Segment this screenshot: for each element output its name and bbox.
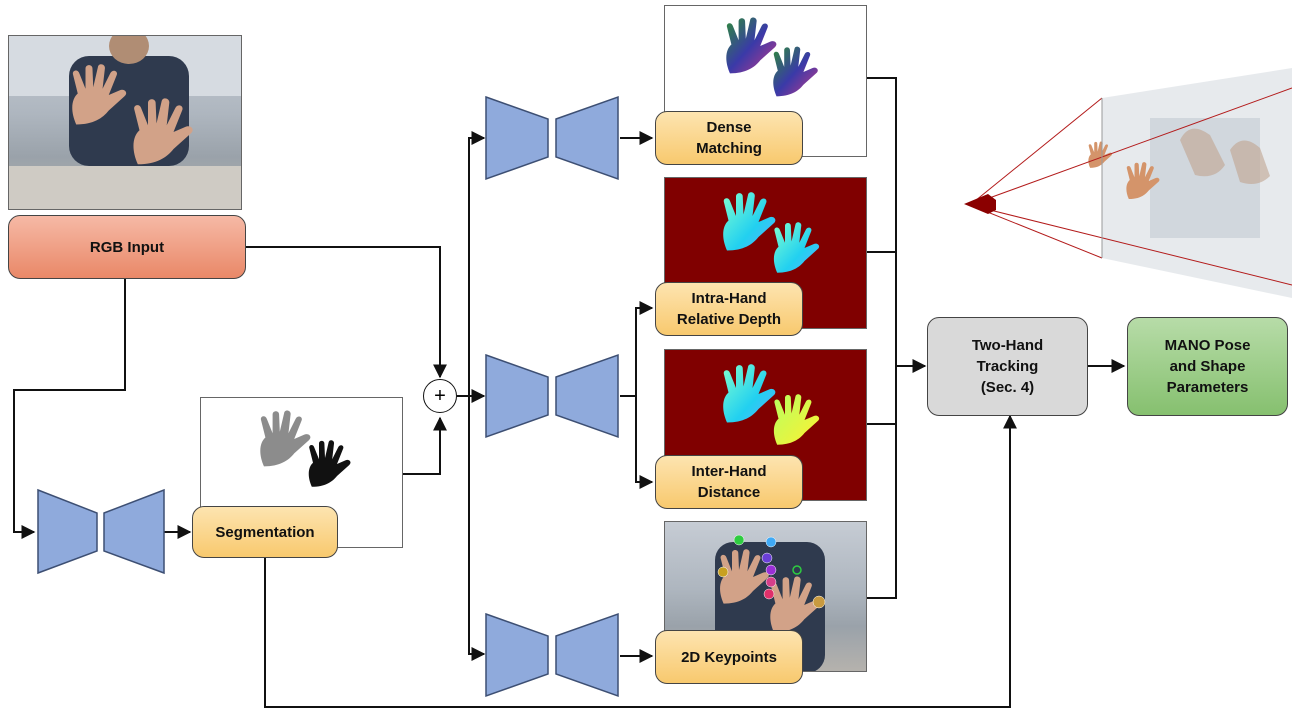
edge-sum-to-bottom-net [468, 396, 486, 661]
edge-net-to-inter [620, 395, 654, 489]
keypoints-2d-node: 2D Keypoints [655, 630, 803, 684]
encoder-decoder-network-icon [37, 488, 98, 575]
dense-matching-node: Dense Matching [655, 111, 803, 165]
hand-icon [726, 17, 777, 74]
camera-icon [964, 194, 996, 214]
encoder-decoder-network-icon [485, 612, 549, 698]
edge-rgb-to-sum [246, 246, 447, 379]
hand-icon [723, 364, 776, 423]
encoder-decoder-network-icon [485, 353, 549, 439]
mano-parameters-node: MANO Pose and Shape Parameters [1127, 317, 1288, 416]
rgb-input-node: RGB Input [8, 215, 246, 279]
segmentation-node: Segmentation [192, 506, 338, 558]
hand-icon [773, 394, 820, 445]
person-hand-image [9, 36, 241, 209]
keypoint-network [485, 612, 619, 698]
intra-hand-depth-node: Intra-Hand Relative Depth [655, 282, 803, 336]
seg-network [37, 488, 165, 575]
edge-net-to-intra [620, 301, 654, 397]
right-hand-mask-icon [308, 440, 351, 487]
encoder-decoder-network-icon [485, 95, 549, 181]
hand-icon [773, 46, 818, 97]
dense-network [485, 95, 619, 181]
two-hand-tracking-node: Two-Hand Tracking (Sec. 4) [927, 317, 1088, 416]
connectors [13, 77, 1126, 708]
edge-mask-to-sum [403, 416, 447, 475]
edge-sum-to-top-net [468, 131, 486, 396]
sum-operator-icon: + [423, 379, 457, 413]
rgb-input-image [8, 35, 242, 210]
keypoint-markers [717, 534, 826, 609]
camera-frustum [964, 68, 1292, 298]
hand-icon [773, 222, 820, 273]
left-hand-mask-icon [260, 410, 311, 467]
edge-rgb-to-seg-net [13, 279, 126, 539]
hand-icon [723, 192, 776, 251]
depth-network [485, 353, 619, 439]
edge-seg-to-tracking [264, 414, 1017, 708]
inter-hand-distance-node: Inter-Hand Distance [655, 455, 803, 509]
